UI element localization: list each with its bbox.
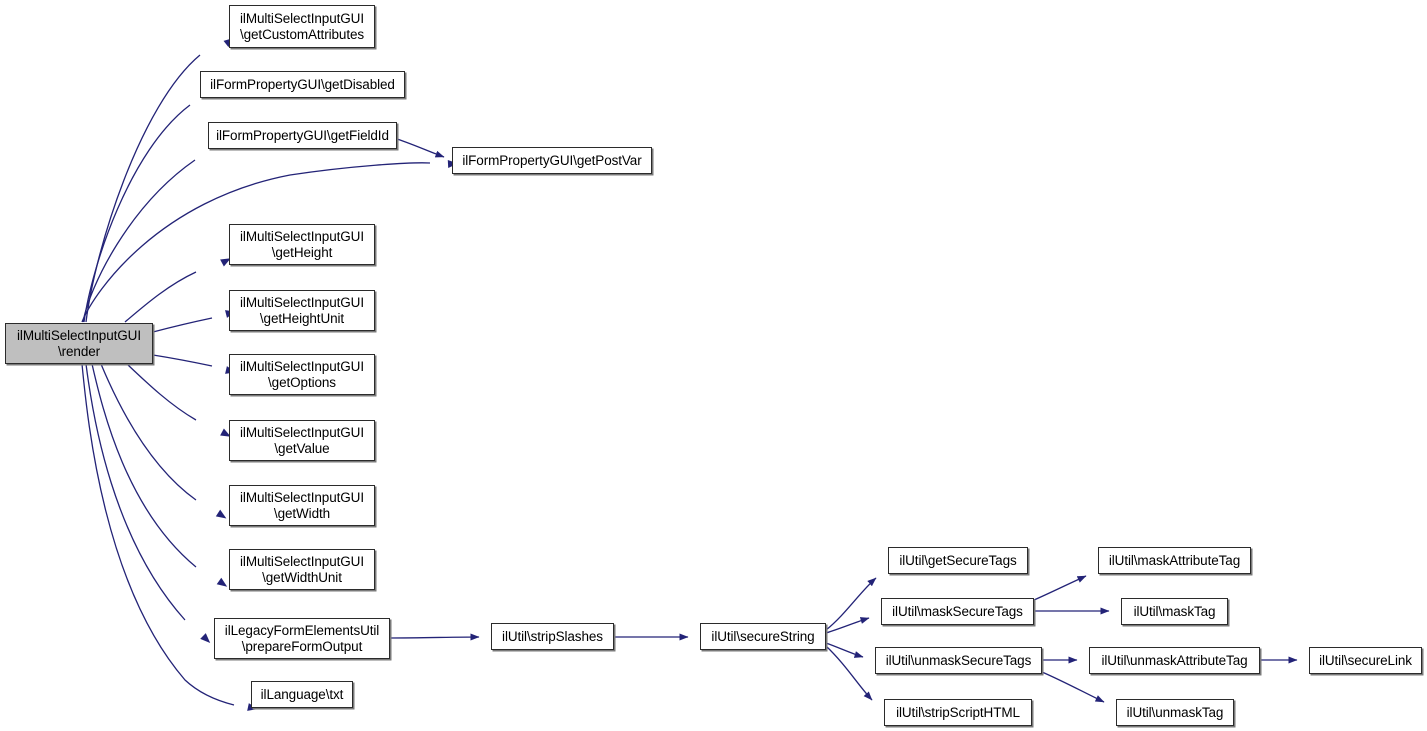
node-label: ilUtil\secureString	[711, 628, 815, 644]
node-unmaskTag[interactable]: ilUtil\unmaskTag	[1116, 699, 1234, 726]
node-label: ilLegacyFormElementsUtil \prepareFormOut…	[224, 623, 380, 654]
edge-render-to-getValue	[126, 363, 197, 421]
node-getValue[interactable]: ilMultiSelectInputGUI \getValue	[229, 420, 375, 461]
node-secureLink[interactable]: ilUtil\secureLink	[1309, 647, 1422, 674]
edge-maskSecureTags-to-maskAttributeTag	[1033, 575, 1087, 601]
node-getHeight[interactable]: ilMultiSelectInputGUI \getHeight	[229, 224, 375, 265]
edge-secureString-to-getSecureTags	[825, 577, 877, 631]
edge-prepareFormOutput-to-stripSlashes	[389, 633, 480, 641]
node-unmaskAttributeTag[interactable]: ilUtil\unmaskAttributeTag	[1089, 647, 1260, 674]
node-label: ilUtil\stripScriptHTML	[896, 704, 1020, 720]
node-getWidth[interactable]: ilMultiSelectInputGUI \getWidth	[229, 485, 375, 526]
node-stripScriptHTML[interactable]: ilUtil\stripScriptHTML	[884, 699, 1032, 726]
edge-render-to-getFieldId	[82, 159, 196, 323]
node-render[interactable]: ilMultiSelectInputGUI \render	[5, 323, 153, 364]
node-label: ilLanguage\txt	[260, 686, 344, 702]
node-label: ilMultiSelectInputGUI \getOptions	[240, 359, 364, 390]
node-label: ilUtil\unmaskAttributeTag	[1101, 652, 1248, 668]
edge-render-to-getWidthUnit	[91, 363, 197, 568]
node-getFieldId[interactable]: ilFormPropertyGUI\getFieldId	[208, 122, 397, 149]
edge-render-to-getDisabled	[83, 104, 191, 323]
node-label: ilUtil\stripSlashes	[502, 628, 603, 644]
edge-render-to-txt	[81, 363, 235, 706]
edge-render-to-prepareFormOutput	[85, 363, 186, 621]
node-label: ilFormPropertyGUI\getPostVar	[462, 152, 642, 168]
edge-render-to-getCustomAttributes	[85, 54, 201, 323]
node-label: ilUtil\secureLink	[1319, 652, 1412, 668]
node-prepareFormOutput[interactable]: ilLegacyFormElementsUtil \prepareFormOut…	[214, 618, 390, 659]
edge-unmaskSecureTags-to-unmaskTag	[1041, 671, 1105, 703]
edge-secureString-to-stripScriptHTML	[825, 645, 873, 701]
edge-secureString-to-unmaskSecureTags	[825, 642, 864, 658]
node-getHeightUnit[interactable]: ilMultiSelectInputGUI \getHeightUnit	[229, 290, 375, 331]
node-getPostVar[interactable]: ilFormPropertyGUI\getPostVar	[452, 147, 652, 174]
node-label: ilMultiSelectInputGUI \getValue	[240, 425, 364, 456]
node-txt[interactable]: ilLanguage\txt	[251, 681, 353, 708]
node-getCustomAttributes[interactable]: ilMultiSelectInputGUI \getCustomAttribut…	[229, 5, 375, 48]
node-label: ilMultiSelectInputGUI \getCustomAttribut…	[239, 11, 365, 42]
node-getSecureTags[interactable]: ilUtil\getSecureTags	[888, 547, 1028, 574]
edge-secureString-to-maskSecureTags	[825, 617, 870, 634]
node-stripSlashes[interactable]: ilUtil\stripSlashes	[491, 623, 614, 650]
node-label: ilUtil\maskSecureTags	[892, 603, 1023, 619]
node-label: ilFormPropertyGUI\getFieldId	[216, 127, 389, 143]
node-label: ilMultiSelectInputGUI \getWidthUnit	[240, 554, 364, 585]
edge-render-to-getHeight	[124, 271, 197, 323]
node-secureString[interactable]: ilUtil\secureString	[700, 623, 826, 650]
edge-render-to-getHeightUnit	[152, 317, 213, 333]
node-maskTag[interactable]: ilUtil\maskTag	[1121, 598, 1228, 625]
edge-getFieldId-to-getPostVar	[396, 138, 445, 158]
node-maskAttributeTag[interactable]: ilUtil\maskAttributeTag	[1098, 547, 1251, 574]
node-label: ilUtil\unmaskSecureTags	[885, 652, 1032, 668]
arrowhead-render-to-prepareFormOutput	[200, 633, 211, 643]
node-label: ilUtil\getSecureTags	[899, 552, 1017, 568]
node-getOptions[interactable]: ilMultiSelectInputGUI \getOptions	[229, 354, 375, 395]
edge-render-to-getWidth	[100, 363, 197, 501]
node-getDisabled[interactable]: ilFormPropertyGUI\getDisabled	[200, 71, 405, 98]
arrowhead-render-to-getWidth	[215, 509, 227, 519]
node-getWidthUnit[interactable]: ilMultiSelectInputGUI \getWidthUnit	[229, 549, 375, 590]
node-label: ilMultiSelectInputGUI \getHeight	[240, 229, 364, 260]
node-label: ilMultiSelectInputGUI \getHeightUnit	[240, 295, 364, 326]
node-label: ilMultiSelectInputGUI \render	[17, 328, 141, 359]
node-label: ilFormPropertyGUI\getDisabled	[210, 76, 395, 92]
node-label: ilUtil\unmaskTag	[1126, 704, 1224, 720]
node-maskSecureTags[interactable]: ilUtil\maskSecureTags	[881, 598, 1034, 625]
edge-render-to-getOptions	[152, 354, 213, 367]
node-label: ilUtil\maskAttributeTag	[1108, 552, 1241, 568]
node-label: ilMultiSelectInputGUI \getWidth	[240, 490, 364, 521]
node-unmaskSecureTags[interactable]: ilUtil\unmaskSecureTags	[875, 647, 1042, 674]
arrowhead-render-to-getWidthUnit	[216, 577, 228, 587]
node-label: ilUtil\maskTag	[1133, 603, 1216, 619]
